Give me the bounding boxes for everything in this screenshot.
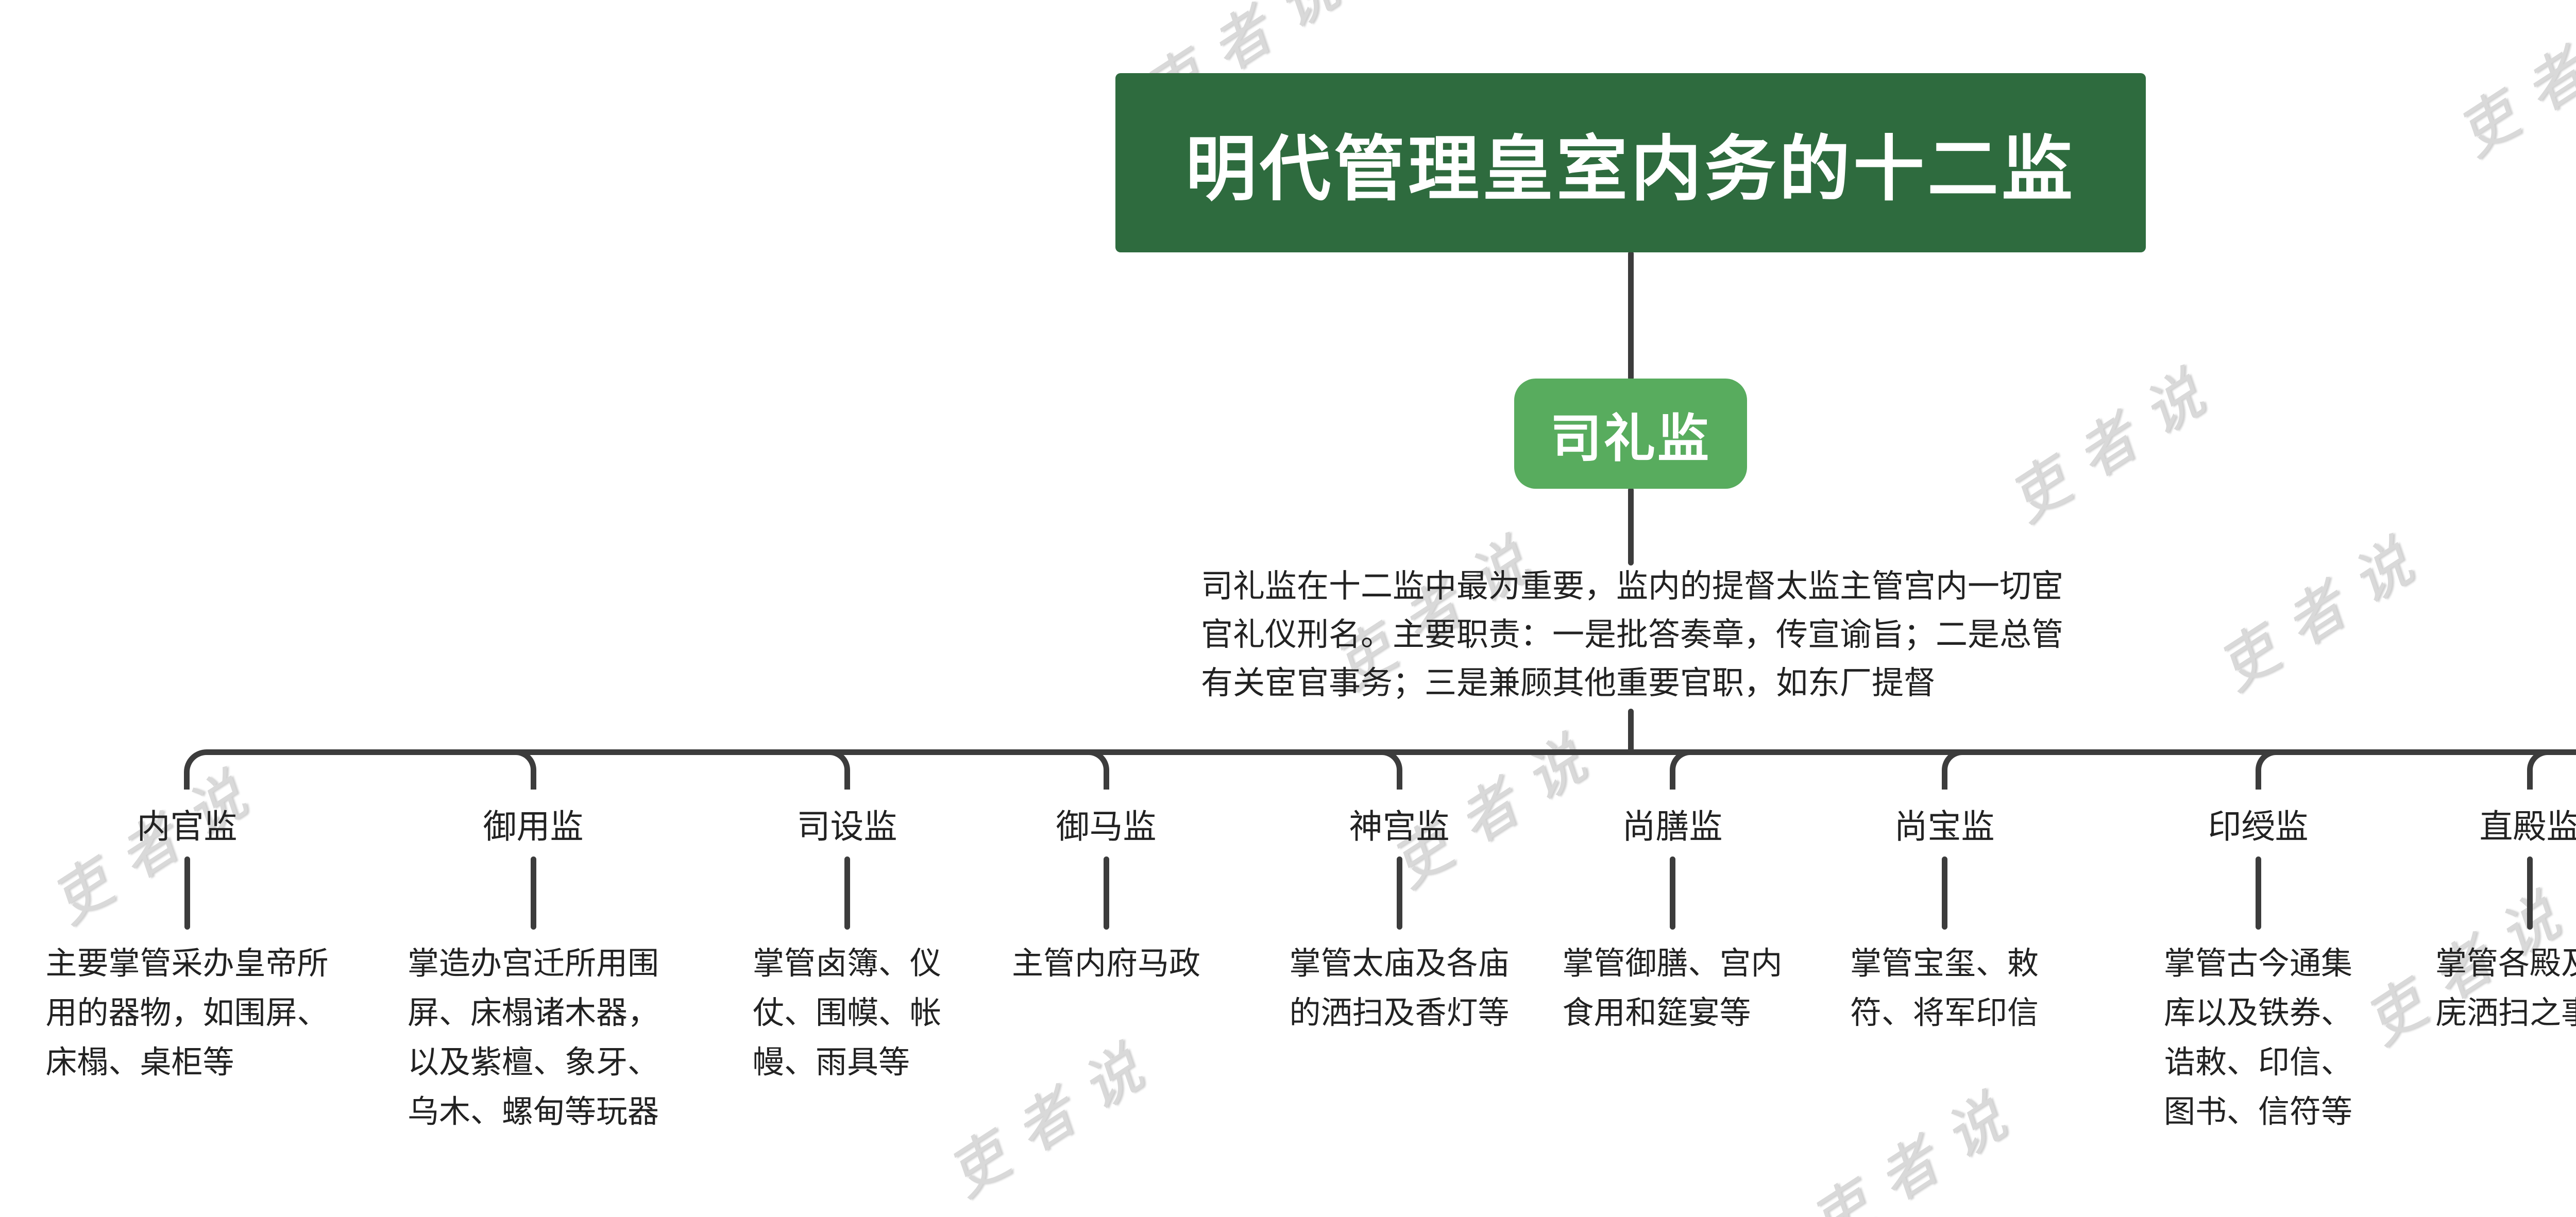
silijian-node[interactable]: 司礼监 [1514,379,1747,489]
connector-node-to-note [1628,487,1634,565]
connector-bus-to-branch [1379,749,1402,790]
branch-description: 掌造办宫迁所用围 屏、床榻诸木器， 以及紫檀、象牙、 乌木、螺甸等玩器 [407,946,659,1129]
branch-description: 掌管卤簿、仪 仗、围幙、帐 幔、雨具等 [752,946,942,1079]
connector-branch-to-desc [1669,856,1675,930]
connector-bus-to-branch [2527,749,2550,790]
watermark-text: 吏者说 [2206,518,2441,702]
connector-bus-to-branch [1669,749,1692,790]
connector-branch-to-desc [844,856,850,930]
branch-node-label[interactable]: 尚膳监 [1622,808,1723,845]
connector-branch-to-desc [2255,856,2261,930]
connector-bus-to-branch [1086,749,1109,790]
branch-description: 掌管各殿及廊 庑洒扫之事 [2435,946,2576,1030]
root-node-title: 明代管理皇室内务的十二监 [1185,130,2076,209]
branch-node-label[interactable]: 内官监 [137,808,238,845]
branch-description: 掌管御膳、宫内 食用和筵宴等 [1562,946,1783,1030]
watermark-text: 吏者说 [2446,0,2576,168]
connector-bus-to-branch [2255,749,2278,790]
branch-node-label[interactable]: 司设监 [796,808,897,845]
silijian-note: 司礼监在十二监中最为重要，监内的提督太监主管宫内一切宦 官礼仪刑名。主要职责：一… [1200,569,2064,701]
connector-branch-to-desc [530,856,536,930]
branch-node-label[interactable]: 神宫监 [1349,808,1450,845]
connector-bus-to-branch [513,749,536,790]
branch-description: 掌管太庙及各庙 的洒扫及香灯等 [1289,946,1510,1030]
branch-node-label[interactable]: 尚宝监 [1894,808,1995,845]
branch-node-label[interactable]: 御马监 [1056,808,1157,845]
branch-description: 掌管宝玺、敕 符、将军印信 [1850,946,2039,1030]
connector-branch-to-desc [1396,856,1402,930]
connector-branch-to-desc [2527,856,2533,930]
connector-title-to-node [1628,251,1634,381]
branch-node-label[interactable]: 御用监 [483,808,584,845]
connector-bus-to-branch [827,749,850,790]
connector-branch-to-desc [184,856,190,930]
connector-bus-to-branch [1941,749,1964,790]
branch-node-label[interactable]: 印绶监 [2208,808,2309,845]
branch-description: 主管内府马政 [1011,946,1201,981]
silijian-node-label: 司礼监 [1550,409,1711,468]
watermark-text: 吏者说 [936,1024,1171,1209]
branch-description: 主要掌管采办皇帝所 用的器物，如围屏、 床榻、桌柜等 [45,946,329,1079]
watermark-text: 吏者说 [1799,1073,2034,1217]
connector-branch-to-desc [1103,856,1109,930]
root-node[interactable]: 明代管理皇室内务的十二监 [1115,73,2146,252]
branch-description: 掌管古今通集 库以及铁券、 诰敕、印信、 图书、信符等 [2163,946,2353,1129]
branch-node-label[interactable]: 直殿监 [2479,808,2576,845]
connector-branch-to-desc [1941,856,1947,930]
watermark-text: 吏者说 [1997,350,2232,534]
connector-note-to-bus [1628,709,1634,753]
